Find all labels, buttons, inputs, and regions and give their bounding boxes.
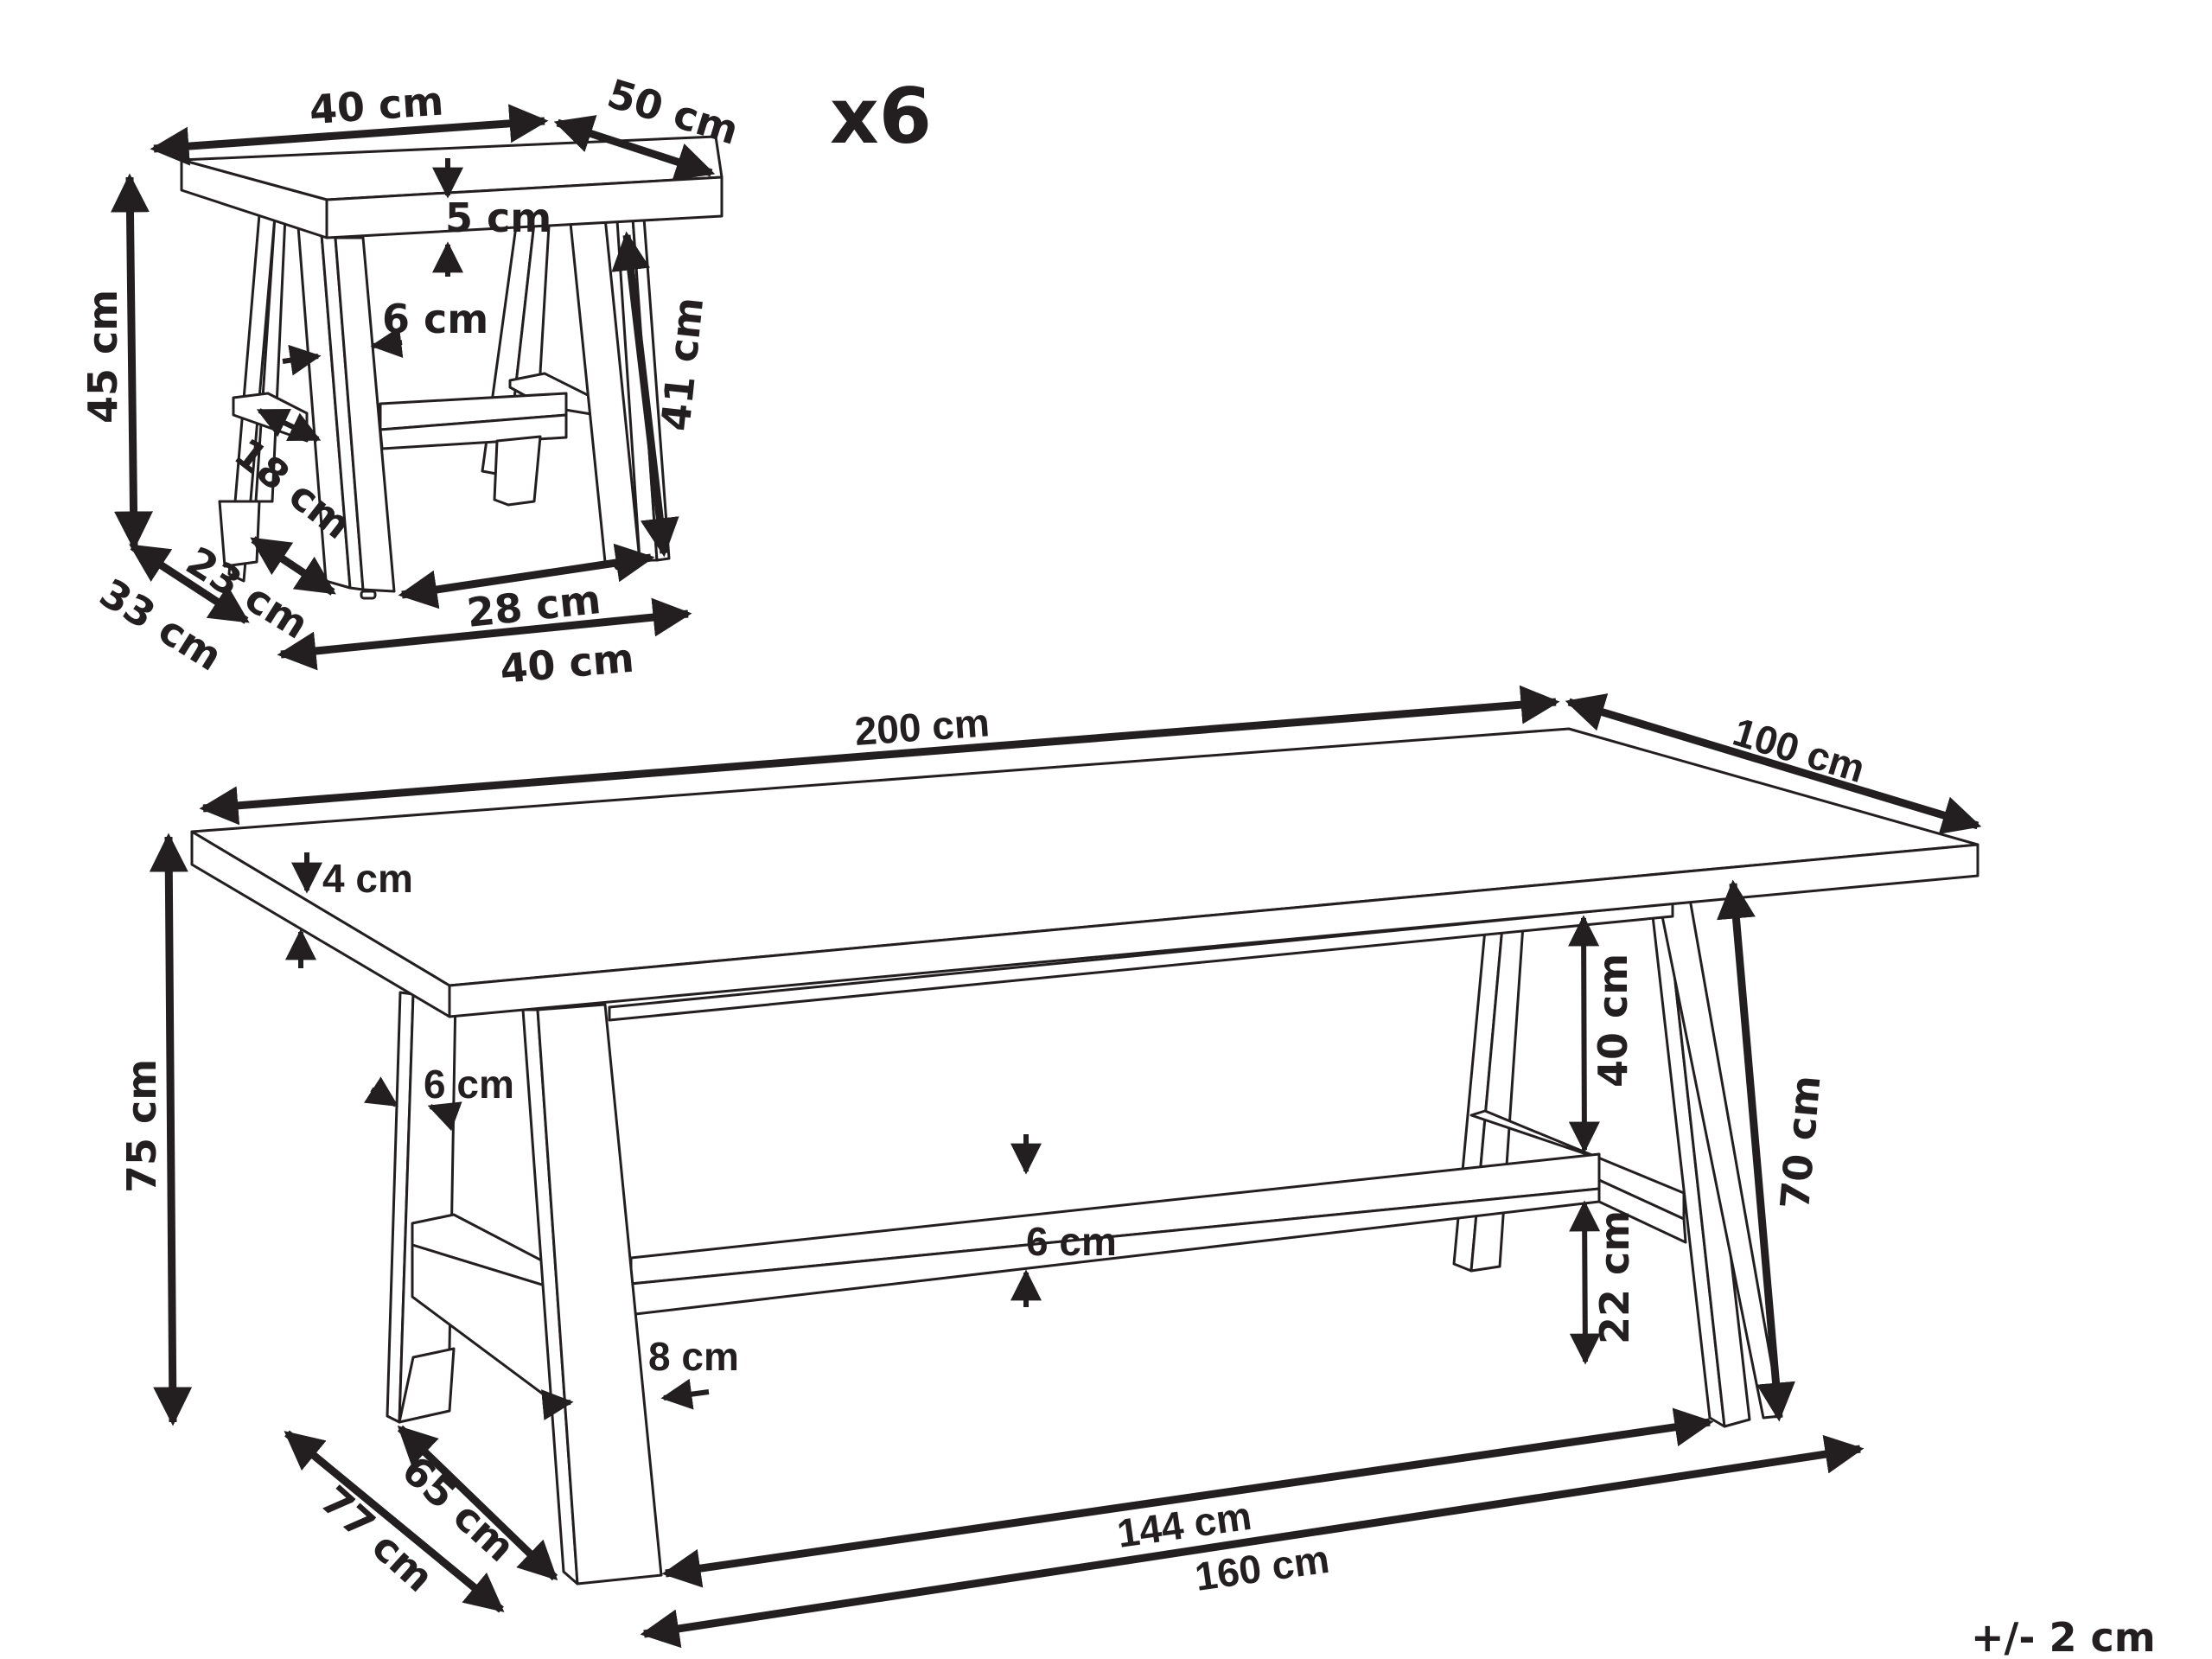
- table-overall-height-label: 75 cm: [118, 1059, 165, 1193]
- table-top-length-label: 200 cm: [853, 699, 991, 754]
- table-leg-front-right: [1649, 897, 1782, 1428]
- table-leg-height-label: 70 cm: [1771, 1074, 1829, 1211]
- stool-seat-thickness-label: 5 cm: [445, 195, 551, 241]
- stool-quantity-label: x6: [830, 72, 932, 161]
- table-drawing: [190, 727, 1979, 1586]
- table-lower-clearance-label: 22 cm: [1591, 1210, 1638, 1344]
- table-upper-clearance-label: 40 cm: [1590, 954, 1636, 1088]
- stool-seat-width-label: 40 cm: [308, 78, 445, 134]
- stool-foot-back-right: [493, 435, 542, 507]
- table-dimensions: 200 cm 100 cm 4 cm 75 cm 70 cm 40 cm 22 …: [118, 685, 1982, 1649]
- stool-leg-height-label: 41 cm: [652, 295, 712, 433]
- table-rail-height-label: 6 cm: [1026, 1219, 1117, 1264]
- table-side-leg-thickness-label: 6 cm: [424, 1062, 514, 1107]
- table-leg-back-right: [1452, 923, 1525, 1273]
- table-leg-width-label: 8 cm: [648, 1334, 739, 1379]
- table-top-thickness-label: 4 cm: [322, 856, 413, 901]
- stool-dimensions: 40 cm 50 cm x6 5 cm 6 cm 45 cm 41 cm 18 …: [80, 70, 932, 692]
- stool-leg-front-left: [296, 225, 396, 600]
- stool-base-width-outer-label: 40 cm: [498, 635, 635, 692]
- stool-overall-height-label: 45 cm: [80, 290, 126, 424]
- table-apron: [608, 902, 1674, 1022]
- tolerance-note: +/- 2 cm: [1971, 1614, 2156, 1659]
- table-leg-back-left: [386, 991, 457, 1424]
- stool-leg-width-label: 6 cm: [382, 296, 488, 342]
